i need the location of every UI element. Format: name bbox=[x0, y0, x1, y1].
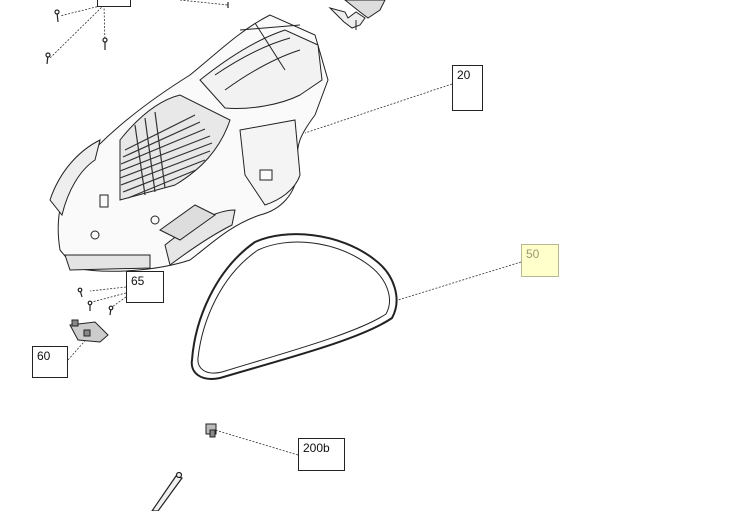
connector-part bbox=[69, 319, 109, 343]
seal-ring bbox=[190, 233, 398, 380]
leader-200b bbox=[214, 429, 299, 456]
leader-50 bbox=[397, 261, 522, 301]
screws-65 bbox=[77, 287, 114, 316]
callout-200b[interactable]: 200b bbox=[298, 438, 345, 471]
leader-65c bbox=[111, 296, 127, 308]
rod-part bbox=[151, 471, 183, 511]
leader-20 bbox=[304, 83, 453, 134]
leader-26a bbox=[59, 4, 105, 17]
callout-26[interactable]: 26 bbox=[97, 0, 131, 7]
leader-26d bbox=[179, 0, 229, 6]
leader-65b bbox=[91, 292, 127, 303]
bracket-part bbox=[328, 0, 386, 30]
leader-65a bbox=[89, 286, 127, 292]
callout-20[interactable]: 20 bbox=[452, 65, 483, 111]
leader-26c bbox=[49, 4, 105, 59]
grille-lines bbox=[119, 111, 213, 199]
callout-65[interactable]: 65 bbox=[126, 271, 164, 303]
callout-50[interactable]: 50 bbox=[521, 244, 559, 277]
screws-26 bbox=[45, 2, 229, 65]
main-cover bbox=[49, 14, 329, 272]
callout-60[interactable]: 60 bbox=[32, 346, 68, 378]
fastener-part bbox=[205, 423, 217, 438]
